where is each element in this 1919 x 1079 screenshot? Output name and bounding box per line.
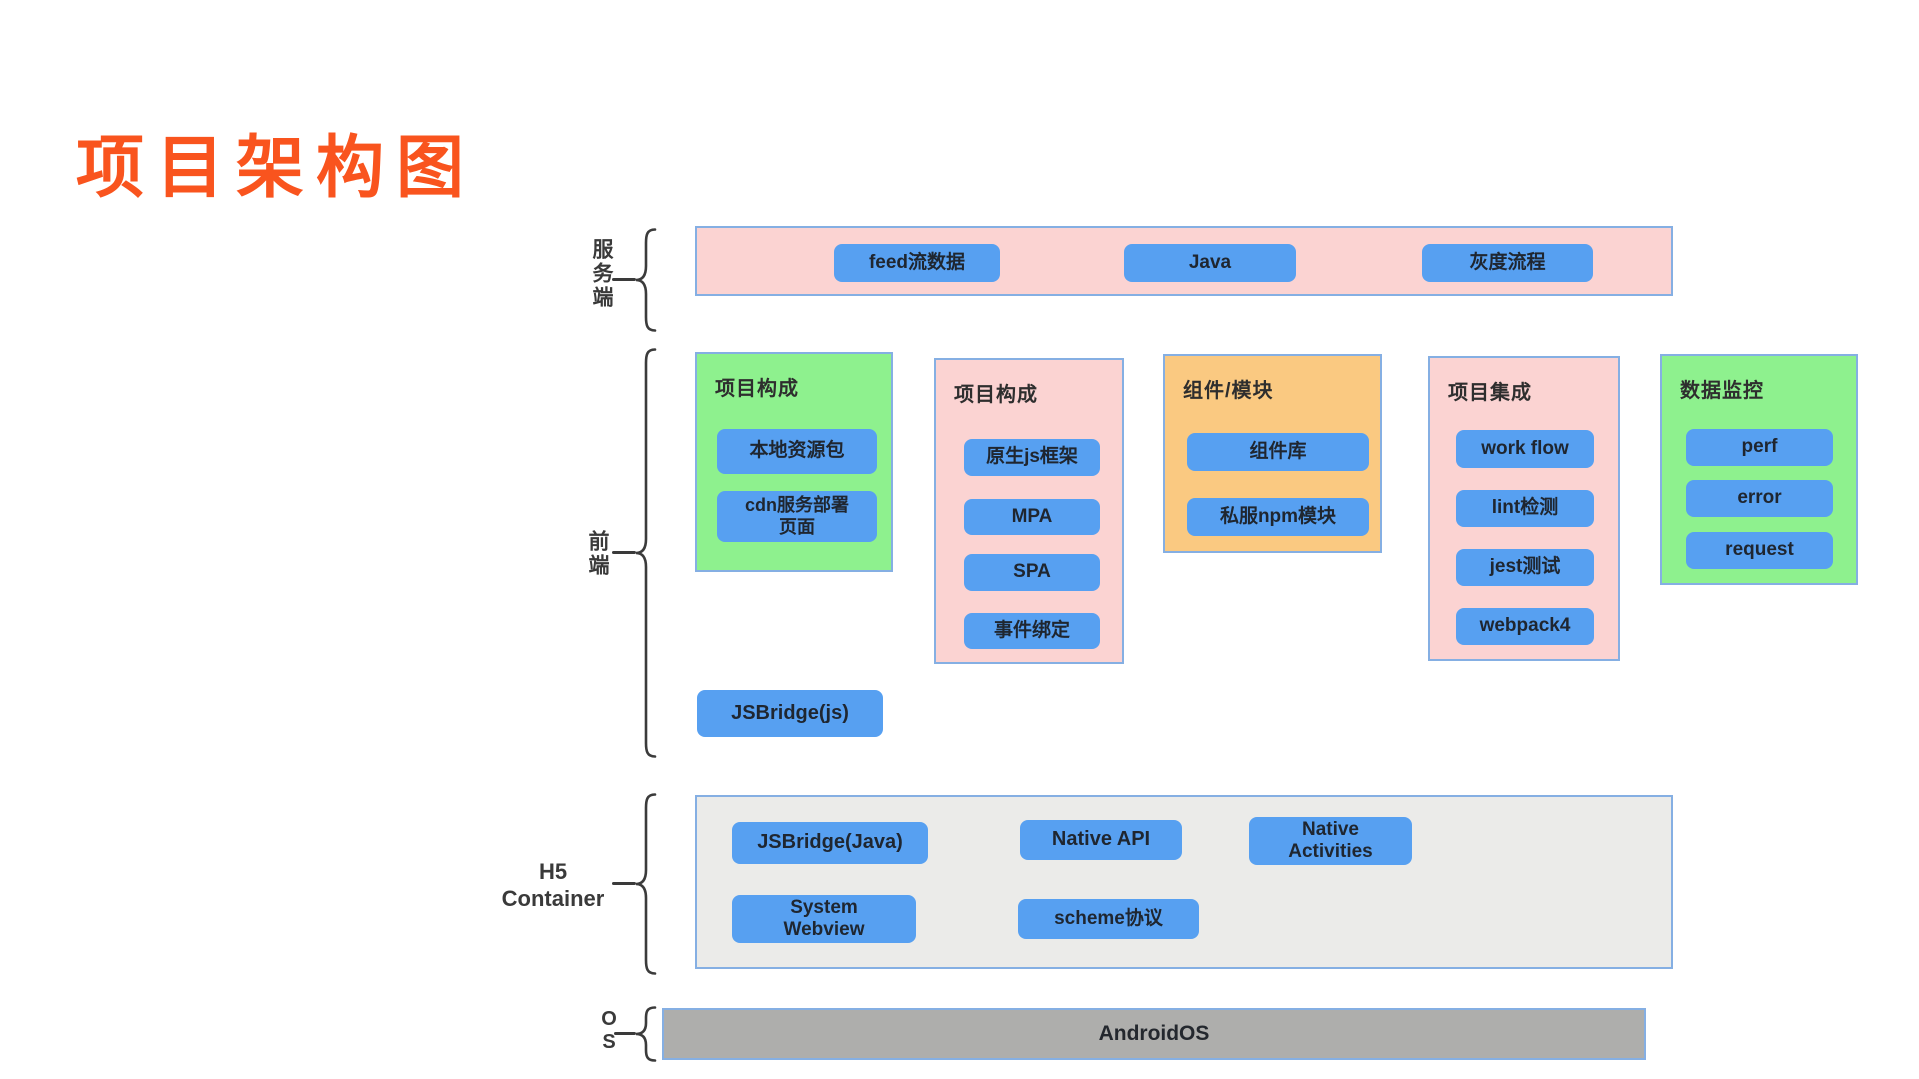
h5-container-panel: JSBridge(Java) Native API Native Activit… xyxy=(695,795,1673,969)
brace-os xyxy=(635,1006,657,1062)
node-jsbridge-js[interactable]: JSBridge(js) xyxy=(697,690,883,737)
node-java[interactable]: Java xyxy=(1124,244,1296,282)
frontend-group-project-composition-local: 项目构成 本地资源包 cdn服务部署 页面 xyxy=(695,352,893,572)
node-jest-test[interactable]: jest测试 xyxy=(1456,549,1594,586)
connector-dash-server xyxy=(612,278,636,281)
os-bar-label: AndroidOS xyxy=(1098,1022,1210,1045)
connector-dash-os xyxy=(614,1032,636,1035)
frontend-layer-label: 前端 xyxy=(586,530,609,578)
brace-frontend xyxy=(635,348,657,758)
node-component-library[interactable]: 组件库 xyxy=(1187,433,1369,471)
node-local-resource-pack[interactable]: 本地资源包 xyxy=(717,429,877,474)
os-layer-label: OS xyxy=(598,1008,620,1054)
node-native-activities[interactable]: Native Activities xyxy=(1249,817,1412,865)
frontend-group-components-modules: 组件/模块 组件库 私服npm模块 xyxy=(1163,354,1382,553)
node-lint-check[interactable]: lint检测 xyxy=(1456,490,1594,527)
node-jsbridge-java[interactable]: JSBridge(Java) xyxy=(732,822,928,864)
node-perf[interactable]: perf xyxy=(1686,429,1833,466)
node-spa[interactable]: SPA xyxy=(964,554,1100,591)
node-scheme-protocol[interactable]: scheme协议 xyxy=(1018,899,1199,939)
group-title: 项目构成 xyxy=(715,378,799,400)
brace-h5 xyxy=(635,793,657,975)
h5-container-layer-label: H5 Container xyxy=(501,859,605,911)
connector-dash-h5 xyxy=(612,882,636,885)
node-webpack4[interactable]: webpack4 xyxy=(1456,608,1594,645)
page-title: 项目架构图 xyxy=(76,130,477,206)
connector-dash-frontend xyxy=(612,551,636,554)
node-private-npm-module[interactable]: 私服npm模块 xyxy=(1187,498,1369,536)
os-bar: AndroidOS xyxy=(662,1008,1646,1060)
node-request[interactable]: request xyxy=(1686,532,1833,569)
node-system-webview[interactable]: System Webview xyxy=(732,895,916,943)
group-title: 组件/模块 xyxy=(1183,380,1274,402)
node-mpa[interactable]: MPA xyxy=(964,499,1100,535)
group-title: 项目构成 xyxy=(954,384,1038,406)
node-event-binding[interactable]: 事件绑定 xyxy=(964,613,1100,649)
node-feed-stream-data[interactable]: feed流数据 xyxy=(834,244,1000,282)
frontend-group-project-integration: 项目集成 work flow lint检测 jest测试 webpack4 xyxy=(1428,356,1620,661)
node-native-js-framework[interactable]: 原生js框架 xyxy=(964,439,1100,476)
node-cdn-deploy-page[interactable]: cdn服务部署 页面 xyxy=(717,491,877,542)
frontend-group-data-monitoring: 数据监控 perf error request xyxy=(1660,354,1858,585)
node-native-api[interactable]: Native API xyxy=(1020,820,1182,860)
node-work-flow[interactable]: work flow xyxy=(1456,430,1594,468)
group-title: 数据监控 xyxy=(1680,380,1764,402)
brace-server xyxy=(635,228,657,332)
server-panel: feed流数据 Java 灰度流程 xyxy=(695,226,1673,296)
frontend-group-project-composition-js: 项目构成 原生js框架 MPA SPA 事件绑定 xyxy=(934,358,1124,664)
node-gray-release-flow[interactable]: 灰度流程 xyxy=(1422,244,1593,282)
server-layer-label: 服务端 xyxy=(590,238,613,310)
group-title: 项目集成 xyxy=(1448,382,1532,404)
node-error[interactable]: error xyxy=(1686,480,1833,517)
